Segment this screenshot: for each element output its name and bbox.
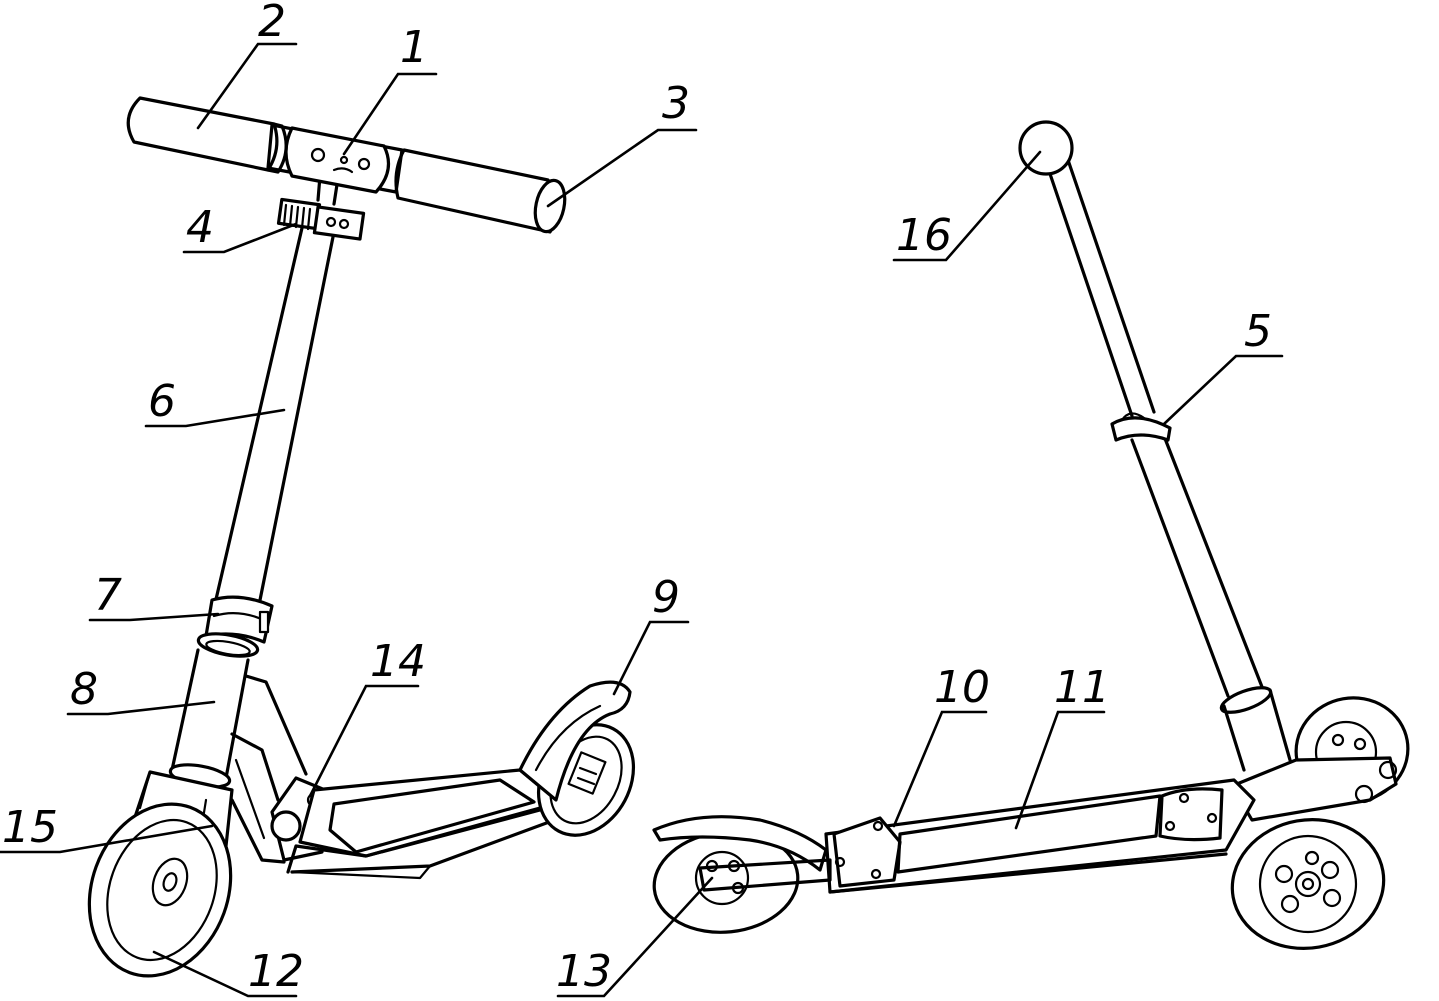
leader-4: [182, 222, 298, 254]
leader-5: [1162, 354, 1284, 426]
folded-collar: [1219, 686, 1292, 772]
handlebar: [266, 123, 404, 206]
leader-1: [342, 72, 438, 156]
frame-neck: [230, 674, 308, 864]
folding-clip: [1110, 412, 1172, 442]
callout-8: 8: [70, 664, 98, 715]
scooter-folded: [652, 120, 1410, 950]
leader-15: [0, 824, 214, 854]
leader-8: [66, 700, 216, 716]
left-grip: [126, 96, 288, 174]
callout-15: 15: [2, 802, 58, 853]
leader-14: [308, 684, 420, 798]
callout-2: 2: [258, 0, 286, 47]
rear-brake-fender: [518, 680, 636, 837]
folded-steering-column: [1044, 158, 1266, 698]
leader-2: [196, 42, 298, 130]
leader-10: [892, 710, 988, 828]
callout-12: 12: [248, 946, 304, 997]
right-grip: [394, 148, 567, 234]
callout-16: 16: [896, 210, 952, 261]
leader-11: [1014, 710, 1106, 830]
lower-steering-tube: [168, 648, 250, 789]
callout-9: 9: [652, 572, 680, 623]
folded-deck: [824, 778, 1256, 894]
callout-11: 11: [1054, 662, 1110, 713]
callout-5: 5: [1244, 306, 1272, 357]
front-wheel: [87, 802, 233, 978]
upper-steering-tube: [212, 226, 336, 612]
height-clamp: [276, 197, 366, 241]
folding-collar: [196, 595, 274, 658]
leader-9: [612, 620, 690, 696]
callout-13: 13: [556, 946, 612, 997]
callout-6: 6: [148, 376, 176, 427]
callout-7: 7: [94, 570, 122, 621]
leader-lines: [0, 42, 1284, 998]
callout-3: 3: [662, 78, 690, 129]
callout-labels: 1 2 3 4 5 6 7 8 9 10 11 12 13 14 15 16: [2, 0, 1272, 997]
leader-7: [88, 612, 220, 622]
leader-3: [546, 128, 698, 208]
callout-10: 10: [934, 662, 990, 713]
folded-rear-wheel: [652, 815, 832, 934]
leader-12: [152, 950, 298, 998]
scooter-unfolded: [87, 96, 636, 978]
callout-4: 4: [186, 202, 214, 253]
leader-6: [144, 408, 286, 428]
leader-13: [556, 876, 714, 998]
callout-14: 14: [370, 636, 426, 687]
folded-front-wheels: [1230, 696, 1410, 950]
leader-16: [892, 150, 1042, 262]
callout-1: 1: [400, 22, 428, 73]
